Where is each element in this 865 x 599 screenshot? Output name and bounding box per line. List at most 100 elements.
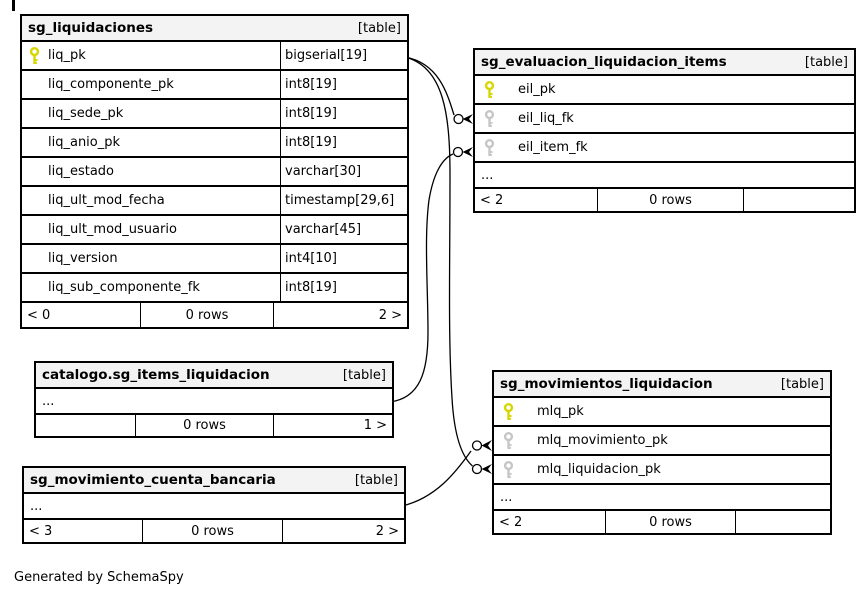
column-row: liq_sede_pk int8[19] [22,100,407,129]
column-row: eil_pk [475,76,854,105]
table-type-badge: [table] [354,472,398,488]
table-footer: < 2 0 rows [475,189,854,211]
crow-arrow-icon [462,147,473,157]
footer-related-right: 2 > [282,520,404,542]
column-row: eil_item_fk [475,134,854,163]
table-header[interactable]: sg_liquidaciones [table] [22,16,407,42]
column-name: mlq_pk [537,404,584,419]
column-name: liq_pk [48,48,86,63]
table-name[interactable]: catalogo.sg_items_liquidacion [42,367,270,383]
relationship-line-items-to-eil_item_fk [389,153,454,403]
footer-related-left: < 3 [29,523,53,539]
column-row: mlq_pk [494,398,830,427]
footer-row-count: 0 rows [135,415,273,436]
column-name: liq_sede_pk [48,106,124,121]
table-sg_movimiento_cuenta_bancaria[interactable]: sg_movimiento_cuenta_bancaria [table] ..… [22,466,406,544]
table-name[interactable]: sg_liquidaciones [28,20,154,36]
table-sg_liquidaciones[interactable]: sg_liquidaciones [table] liq_pk bigseria… [20,14,409,329]
table-footer: < 3 0 rows 2 > [24,520,404,542]
table-footer: 0 rows 1 > [36,415,392,436]
table-footer: < 0 0 rows 2 > [22,303,407,327]
table-header[interactable]: sg_evaluacion_liquidacion_items [table] [475,50,854,76]
footer-row-count: 0 rows [142,520,282,542]
column-row: liq_ult_mod_usuario varchar[45] [22,216,407,245]
column-row: mlq_movimiento_pk [494,427,830,456]
footer-related-left: < 0 [27,307,51,323]
primary-key-icon [494,402,537,421]
table-sg_evaluacion_liquidacion_items[interactable]: sg_evaluacion_liquidacion_items [table] … [473,48,856,213]
footer-related-right [735,511,830,533]
relationship-line-cuenta-to-mlq_movimiento_pk [401,450,472,507]
column-name: mlq_movimiento_pk [537,433,668,448]
column-name: eil_liq_fk [518,111,574,126]
diagram-edge-artifact [12,0,15,11]
primary-key-icon [22,46,48,65]
column-type: timestamp[29,6] [280,187,407,214]
crow-arrow-icon [481,464,492,474]
table-footer: < 2 0 rows [494,511,830,533]
primary-key-icon [475,80,518,99]
relationship-line-liq-to-eil_liq_fk [404,56,455,116]
column-row: liq_ult_mod_fecha timestamp[29,6] [22,187,407,216]
crow-arrow-icon [462,114,473,124]
table-header[interactable]: catalogo.sg_items_liquidacion [table] [36,363,392,389]
table-header[interactable]: sg_movimientos_liquidacion [table] [494,372,830,398]
column-type: int8[19] [280,71,407,98]
odot-connector-icon [471,463,483,475]
footer-row-count: 0 rows [597,189,743,211]
crow-arrow-icon [481,440,492,451]
column-row: eil_liq_fk [475,105,854,134]
hidden-columns-ellipsis: ... [24,494,404,520]
column-type: int8[19] [280,100,407,127]
odot-connector-icon [471,440,483,451]
footer-related-right: 1 > [273,415,392,436]
table-name[interactable]: sg_movimiento_cuenta_bancaria [30,472,276,488]
foreign-key-icon [475,138,518,157]
footer-related-left: < 2 [499,514,523,530]
footer-related-right: 2 > [273,303,407,327]
table-type-badge: [table] [357,20,401,36]
table-name[interactable]: sg_movimientos_liquidacion [500,376,713,392]
column-type: varchar[30] [280,158,407,185]
odot-connector-icon [452,146,464,158]
table-name[interactable]: sg_evaluacion_liquidacion_items [481,54,727,70]
column-row: liq_version int4[10] [22,245,407,274]
footer-related-right [743,189,854,211]
odot-connector-icon [453,113,464,125]
footer-related-left [36,415,135,436]
column-type: int8[19] [280,129,407,156]
table-type-badge: [table] [804,54,848,70]
hidden-columns-ellipsis: ... [494,485,830,511]
column-type: varchar[45] [280,216,407,243]
column-name: liq_ult_mod_fecha [48,193,165,208]
foreign-key-icon [494,460,537,479]
table-type-badge: [table] [342,367,386,383]
table-header[interactable]: sg_movimiento_cuenta_bancaria [table] [24,468,404,494]
generated-by-credit: Generated by SchemaSpy [14,570,184,585]
column-type: int8[19] [280,274,407,301]
column-name: liq_version [48,251,118,266]
column-row: liq_pk bigserial[19] [22,42,407,71]
column-type: int4[10] [280,245,407,272]
foreign-key-icon [475,109,518,128]
column-row: liq_estado varchar[30] [22,158,407,187]
column-name: liq_anio_pk [48,135,121,150]
hidden-columns-ellipsis: ... [475,163,854,189]
table-catalogo-sg_items_liquidacion[interactable]: catalogo.sg_items_liquidacion [table] ..… [34,361,394,438]
column-name: liq_componente_pk [48,77,174,92]
column-name: mlq_liquidacion_pk [537,462,661,477]
column-name: liq_ult_mod_usuario [48,222,177,237]
column-row: liq_anio_pk int8[19] [22,129,407,158]
table-sg_movimientos_liquidacion[interactable]: sg_movimientos_liquidacion [table] mlq_p… [492,370,832,535]
hidden-columns-ellipsis: ... [36,389,392,415]
column-name: eil_pk [518,82,556,97]
column-row: mlq_liquidacion_pk [494,456,830,485]
footer-row-count: 0 rows [605,511,735,533]
footer-related-left: < 2 [480,192,504,208]
column-name: eil_item_fk [518,140,588,155]
table-type-badge: [table] [780,376,824,392]
column-name: liq_sub_componente_fk [48,280,200,295]
column-row: liq_sub_componente_fk int8[19] [22,274,407,303]
foreign-key-icon [494,431,537,450]
